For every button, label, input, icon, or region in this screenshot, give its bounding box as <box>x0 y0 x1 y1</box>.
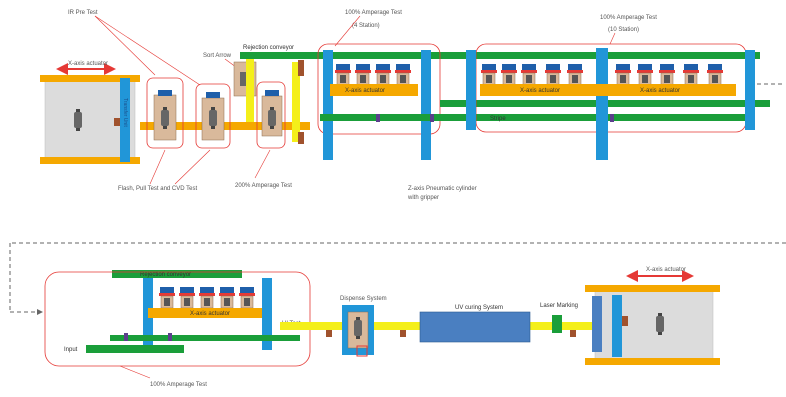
rejection-conveyor-bottom-label: Rejection conveyor <box>140 272 191 278</box>
amperage-bottom-station-block: X-axis actuator <box>44 271 311 367</box>
ir-pre-test-label: IR Pre Test <box>68 10 98 16</box>
amperage-10-sub-label: (10 Station) <box>608 27 639 33</box>
sort-arrow-label: Sort Arrow <box>203 53 232 59</box>
x-axis-actuator-d-label: X-axis actuator <box>190 311 230 317</box>
return-flow-path <box>9 242 786 315</box>
input-label: Input <box>64 347 78 353</box>
amperage-10-label: 100% Amperage Test <box>600 15 657 21</box>
dispense-system-label: Dispense System <box>340 296 387 302</box>
cvd-test-station <box>195 83 231 149</box>
dispense-system-unit <box>342 305 374 357</box>
rejection-conveyor-top <box>240 52 760 59</box>
transfer-unit-label: Transfer Unit <box>122 98 128 127</box>
laser-marking-unit <box>552 315 562 333</box>
laser-marking-label: Laser Marking <box>540 303 578 309</box>
amperage-200-station <box>256 81 286 149</box>
rejection-conveyor-top-label: Rejection conveyor <box>243 45 294 51</box>
ir-pre-test-pointer <box>94 15 201 86</box>
x-axis-actuator-left-label: X-axis actuator <box>68 61 108 67</box>
amperage-10-station-block: X-axis actuator X-axis actuator <box>466 43 755 160</box>
sort-arrow-unit <box>233 52 257 122</box>
flash-test-label: Flash, Pull Test and CVD Test <box>118 186 197 192</box>
amperage-4-label: 100% Amperage Test <box>345 10 402 16</box>
top-stripe-conveyor <box>320 114 750 121</box>
uv-curing-system <box>419 311 531 343</box>
yellow-transfer-bar <box>292 62 300 142</box>
amperage-200-label: 200% Amperage Test <box>235 183 292 189</box>
input-conveyor <box>86 345 184 353</box>
x-axis-actuator-a-label: X-axis actuator <box>345 88 385 94</box>
right-chassis-bottom <box>585 285 720 365</box>
x-axis-actuator-right-label: X-axis actuator <box>646 267 686 273</box>
stripe-label: Stripe <box>490 116 506 122</box>
uv-curing-label: UV curing System <box>455 305 503 311</box>
x-axis-actuator-b-label: X-axis actuator <box>520 88 560 94</box>
amperage-bottom-label: 100% Amperage Test <box>150 382 207 388</box>
pneumatic-cylinder-label: Z-axis Pneumatic cylinder <box>408 186 477 192</box>
amperage-4-station-block: X-axis actuator <box>317 43 441 160</box>
pneumatic-cylinder-label-2: with gripper <box>407 195 439 201</box>
amperage-4-sub-label: (4 Station) <box>352 23 380 29</box>
flash-test-pointer <box>149 149 211 185</box>
x-axis-actuator-c-label: X-axis actuator <box>640 88 680 94</box>
flash-pull-test-station <box>146 77 184 149</box>
left-chassis-top <box>40 75 140 164</box>
rejection-conveyor-bottom <box>112 270 242 278</box>
top-rail-left <box>140 122 310 130</box>
